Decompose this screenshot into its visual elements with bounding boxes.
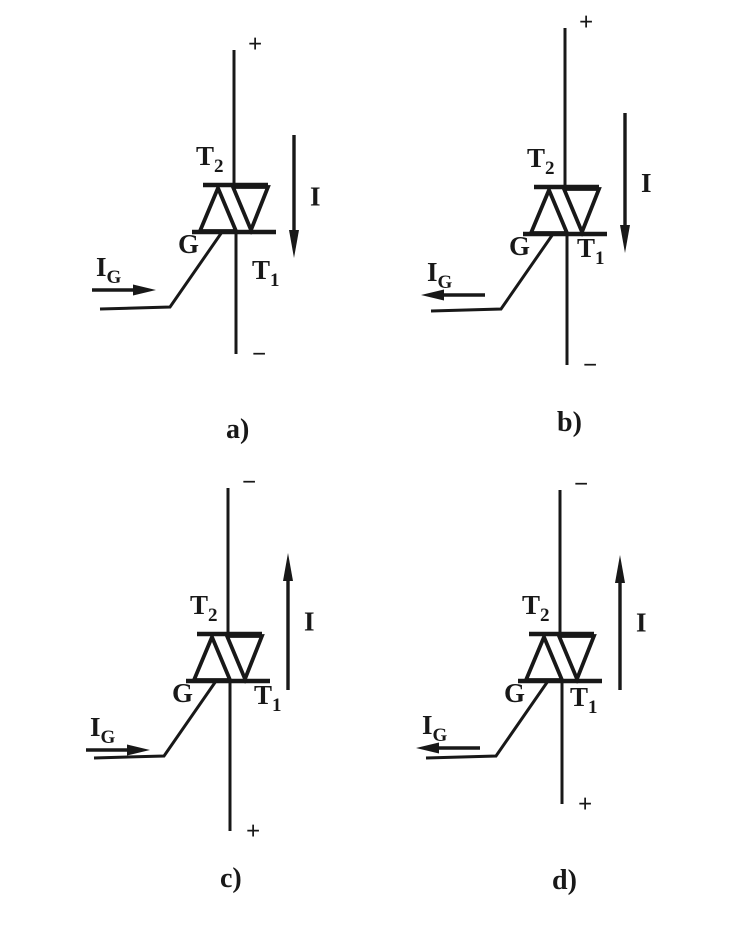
gate-current-label: IG	[90, 712, 116, 748]
gate-current-arrowhead-icon	[133, 284, 156, 296]
triac-triangle-up	[523, 632, 565, 682]
current-arrowhead-icon	[615, 555, 625, 583]
gate-lead-line	[93, 680, 218, 760]
bottom-polarity-label: +	[578, 791, 592, 818]
triac-triangle-up	[197, 183, 239, 233]
gate-current-label-subscript: G	[433, 725, 448, 746]
current-label: I	[304, 607, 315, 637]
triac-triangle-up	[191, 632, 233, 682]
bottom-polarity-label: −	[583, 352, 597, 379]
terminal-t1-label-base: T	[577, 233, 595, 263]
terminal-t2-label-base: T	[527, 143, 545, 173]
current-label: I	[641, 168, 652, 198]
panel-caption: c)	[220, 863, 242, 894]
panel-caption: b)	[557, 407, 582, 438]
gate-lead-line	[430, 233, 555, 313]
current-arrowhead-icon	[283, 553, 293, 581]
terminal-t1-label-base: T	[570, 682, 588, 712]
gate-current-label: IG	[422, 710, 448, 746]
gate-current-label: IG	[427, 257, 453, 293]
gate-terminal-label: G	[178, 229, 199, 259]
gate-current-label-base: I	[422, 710, 433, 740]
terminal-t2-label-base: T	[522, 590, 540, 620]
gate-current-label-base: I	[96, 252, 107, 282]
bottom-polarity-label: +	[246, 818, 260, 845]
terminal-t2-label: T2	[522, 590, 550, 626]
top-polarity-label: −	[574, 471, 588, 498]
terminal-t1-label-base: T	[254, 680, 272, 710]
gate-terminal-label: G	[509, 231, 530, 261]
triac-triangle-down	[230, 185, 271, 236]
gate-current-arrowhead-icon	[416, 742, 439, 754]
terminal-t2-label-subscript: 2	[545, 158, 555, 179]
terminal-t1-label: T1	[252, 255, 280, 291]
gate-current-label-subscript: G	[107, 267, 122, 288]
gate-current-arrowhead-icon	[421, 289, 444, 301]
terminal-t2-label: T2	[190, 590, 218, 626]
terminal-t2-label: T2	[527, 143, 555, 179]
triac-triangle-up	[528, 185, 570, 235]
current-label: I	[310, 182, 321, 212]
triac-triangle-down	[224, 634, 265, 685]
current-arrowhead-icon	[289, 230, 299, 258]
triac-triangle-down	[556, 634, 597, 685]
terminal-t2-label: T2	[196, 141, 224, 177]
terminal-t1-label-base: T	[252, 255, 270, 285]
triac-triangle-down	[561, 187, 602, 238]
current-arrowhead-icon	[620, 225, 630, 253]
terminal-t1-label-subscript: 1	[595, 248, 605, 269]
gate-current-label-subscript: G	[101, 727, 116, 748]
gate-current-label-base: I	[90, 712, 101, 742]
gate-terminal-label: G	[504, 678, 525, 708]
terminal-t1-label-subscript: 1	[588, 697, 598, 718]
top-polarity-label: +	[579, 9, 593, 36]
terminal-t1-label-subscript: 1	[270, 270, 280, 291]
panel-caption: a)	[226, 414, 249, 445]
terminal-t1-label: T1	[570, 682, 598, 718]
gate-current-label-subscript: G	[438, 272, 453, 293]
terminal-t2-label-base: T	[190, 590, 208, 620]
panel-caption: d)	[552, 865, 577, 896]
gate-current-label: IG	[96, 252, 122, 288]
terminal-t1-label: T1	[577, 233, 605, 269]
bottom-polarity-label: −	[252, 341, 266, 368]
terminal-t2-label-subscript: 2	[208, 605, 218, 626]
gate-current-label-base: I	[427, 257, 438, 287]
terminal-t1-label: T1	[254, 680, 282, 716]
current-label: I	[636, 608, 647, 638]
terminal-t1-label-subscript: 1	[272, 695, 282, 716]
terminal-t2-label-base: T	[196, 141, 214, 171]
top-polarity-label: −	[242, 469, 256, 496]
gate-lead-line	[425, 680, 550, 760]
gate-current-arrowhead-icon	[127, 744, 150, 756]
gate-terminal-label: G	[172, 678, 193, 708]
terminal-t2-label-subscript: 2	[540, 605, 550, 626]
top-polarity-label: +	[248, 31, 262, 58]
terminal-t2-label-subscript: 2	[214, 156, 224, 177]
gate-lead-line	[99, 231, 224, 311]
